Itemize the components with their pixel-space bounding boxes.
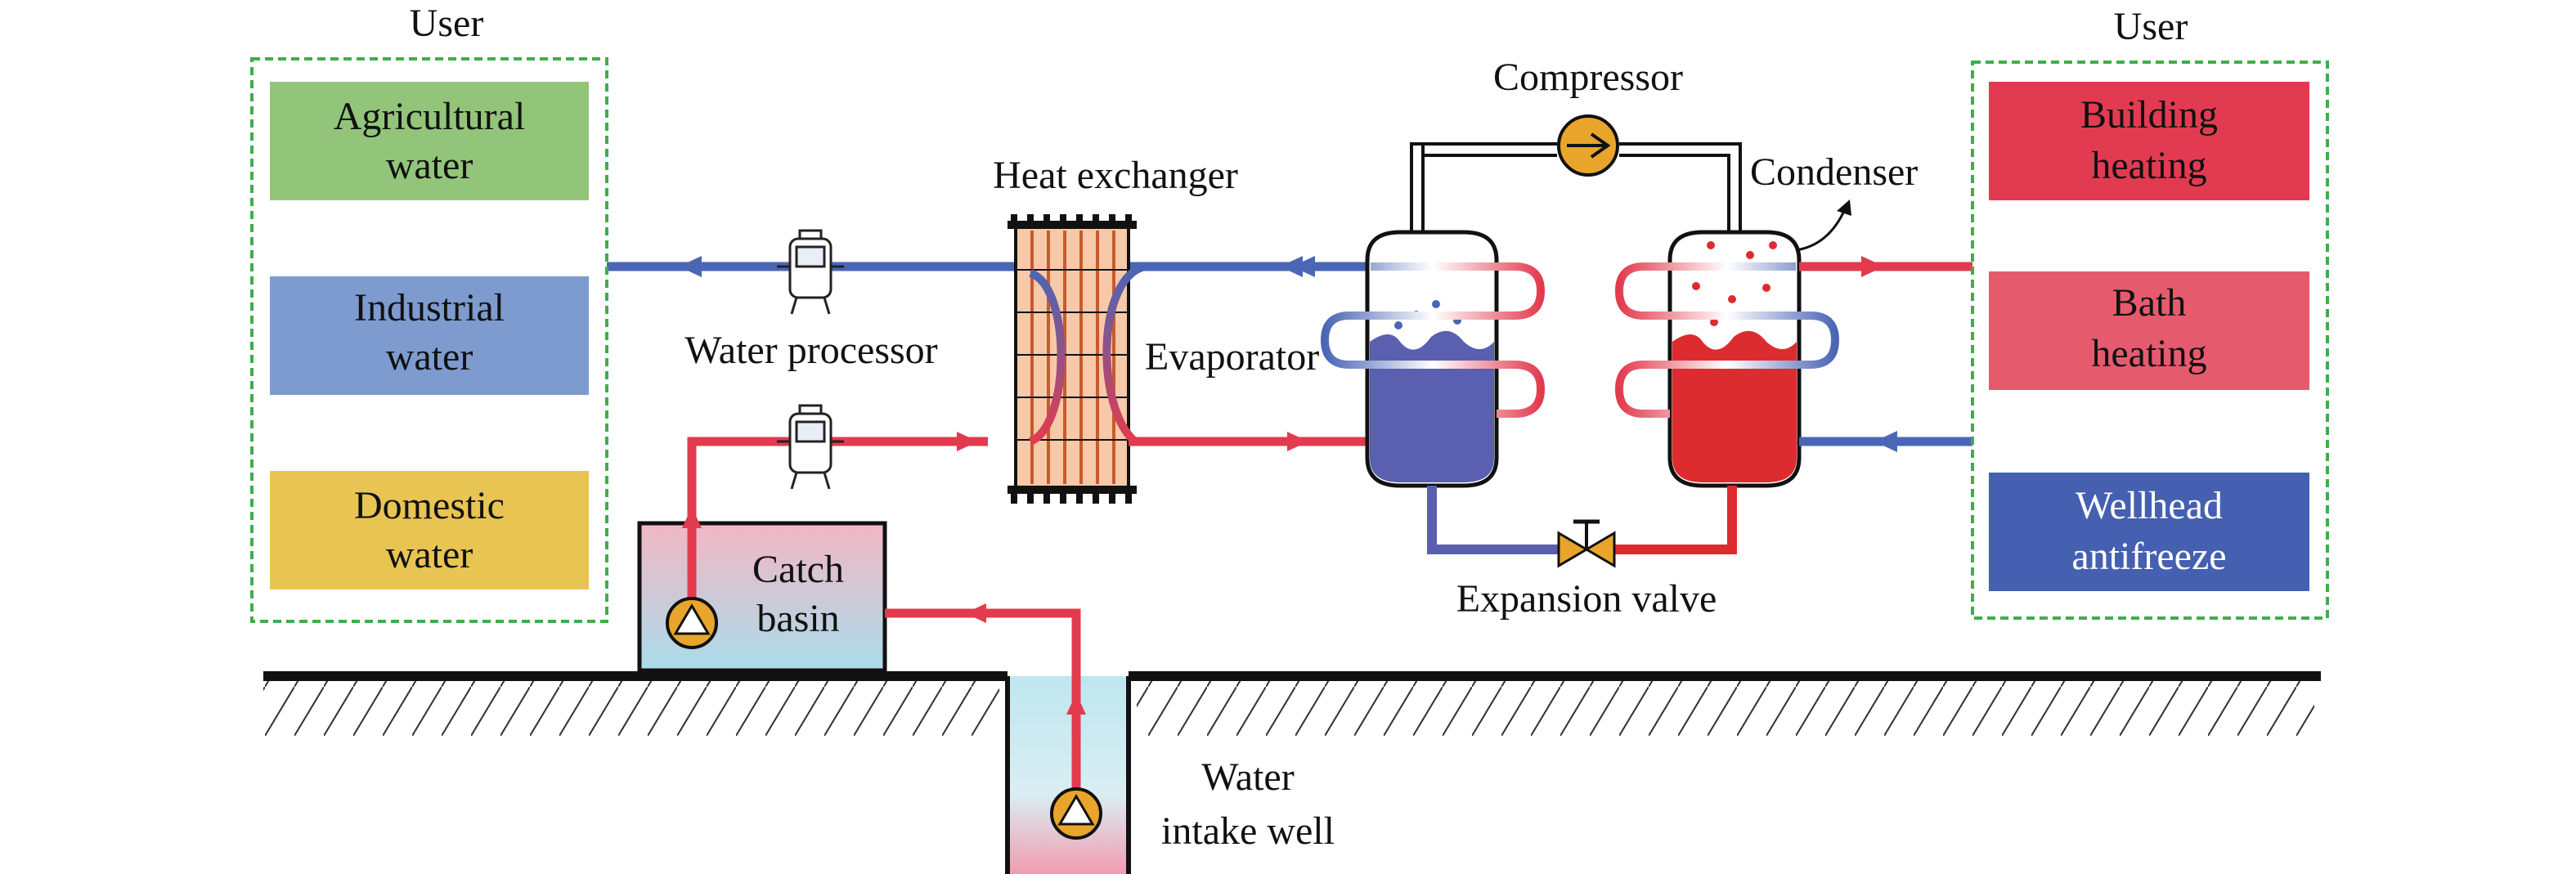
evaporator-vessel <box>1320 230 1546 488</box>
building-heating-label-2: heating <box>2091 144 2206 187</box>
basin-pump-icon <box>666 597 718 649</box>
water-processor-label: Water processor <box>684 329 937 372</box>
user-box-building-heating <box>1989 82 2309 200</box>
user-box-bath-heating <box>1989 271 2309 390</box>
user-box-industrial <box>270 276 589 395</box>
catch-basin-label-2: basin <box>756 597 839 640</box>
condenser-vessel <box>1614 230 1840 488</box>
heat-exchanger <box>1008 214 1147 504</box>
heating-return-pipe <box>1799 431 1972 452</box>
wellhead-label-1: Wellhead <box>2076 484 2223 527</box>
hot-water-pipe <box>687 437 1081 800</box>
bath-heating-label-1: Bath <box>2112 281 2187 325</box>
industrial-label-1: Industrial <box>354 286 505 329</box>
evaporator-return-arrow <box>1292 256 1315 277</box>
flow-arrows-cold <box>679 256 1303 277</box>
left-user-group <box>250 57 608 623</box>
intake-well <box>1005 676 1131 874</box>
agricultural-label-1: Agricultural <box>334 95 526 138</box>
right-user-title: User <box>2114 5 2188 48</box>
compressor-icon <box>1557 114 1619 177</box>
right-user-group <box>1971 61 2329 620</box>
user-box-domestic <box>270 471 589 589</box>
agricultural-label-2: water <box>386 144 473 187</box>
building-heating-label-1: Building <box>2080 93 2218 137</box>
heating-supply-pipe <box>1799 256 1972 277</box>
refrigerant-loop <box>1410 142 1742 242</box>
water-processor-top-icon <box>777 229 844 315</box>
intake-well-label-2: intake well <box>1161 809 1335 853</box>
flow-arrows-hot <box>682 432 1308 715</box>
left-user-title: User <box>410 2 484 45</box>
domestic-label-1: Domestic <box>354 484 505 527</box>
expansion-valve-icon <box>1557 519 1616 568</box>
water-processor-bottom-icon <box>777 404 844 490</box>
domestic-label-2: water <box>386 533 473 576</box>
intake-well-label-1: Water <box>1201 755 1294 799</box>
industrial-label-2: water <box>386 335 473 379</box>
expansion-line <box>1427 486 1737 554</box>
bath-heating-label-2: heating <box>2091 332 2206 375</box>
ground <box>263 671 2321 736</box>
evaporator-label: Evaporator <box>1145 335 1319 379</box>
condenser-label: Condenser <box>1750 150 1918 194</box>
heat-exchanger-label: Heat exchanger <box>993 154 1238 197</box>
expansion-valve-label: Expansion valve <box>1456 577 1717 621</box>
compressor-label: Compressor <box>1493 56 1683 99</box>
user-box-wellhead-antifreeze <box>1989 473 2309 591</box>
well-pump-icon <box>1050 787 1102 840</box>
user-box-agricultural <box>270 82 589 200</box>
condenser-pointer <box>1795 199 1851 252</box>
catch-basin-label-1: Catch <box>752 548 844 591</box>
wellhead-label-2: antifreeze <box>2071 535 2226 578</box>
